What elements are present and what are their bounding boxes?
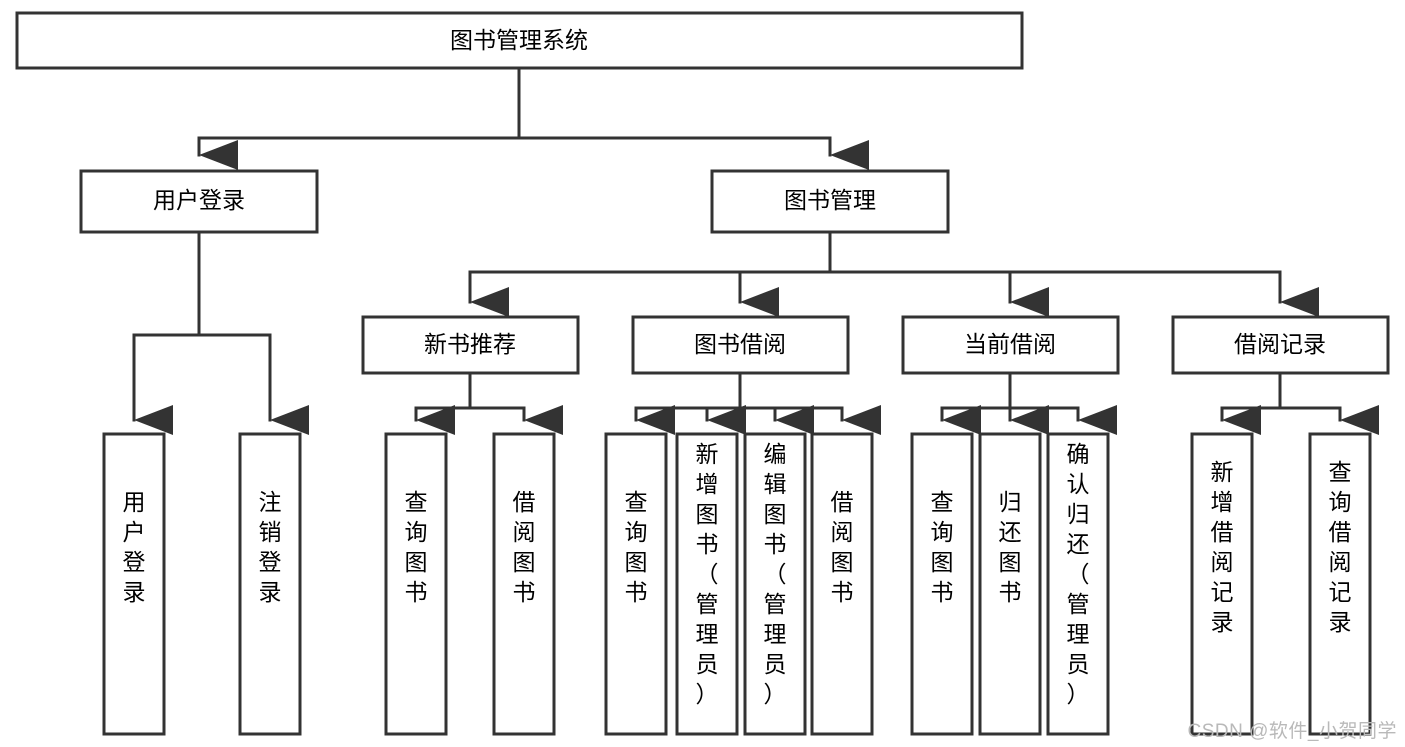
leaf-book-borrow-2-label: 编辑图书（管理员） bbox=[764, 441, 787, 707]
connector-newbook-to-leaves bbox=[414, 371, 563, 435]
node-borrow-record[interactable]: 借阅记录 bbox=[1171, 315, 1390, 375]
leaf-book-borrow-3[interactable]: 借阅图书 bbox=[810, 432, 874, 736]
connector-userlogin-to-leaves bbox=[132, 230, 309, 435]
node-book-management-label: 图书管理 bbox=[784, 187, 876, 213]
leaf-user-login-0[interactable]: 用户登录 bbox=[102, 432, 166, 736]
leaf-user-login-1[interactable]: 注销登录 bbox=[238, 432, 302, 736]
node-user-login[interactable]: 用户登录 bbox=[79, 169, 319, 234]
leaf-book-borrow-0-label: 查询图书 bbox=[625, 489, 648, 605]
leaf-book-borrow-1[interactable]: 新增图书（管理员） bbox=[675, 432, 739, 736]
leaf-current-borrow-2[interactable]: 确认归还（管理员） bbox=[1046, 432, 1110, 736]
node-root-label: 图书管理系统 bbox=[450, 27, 588, 53]
node-current-borrow-label: 当前借阅 bbox=[964, 331, 1056, 357]
node-root[interactable]: 图书管理系统 bbox=[15, 11, 1024, 70]
leaf-current-borrow-0-label: 查询图书 bbox=[931, 489, 954, 605]
connector-bookmgmt-to-level3 bbox=[468, 230, 1319, 317]
leaf-current-borrow-1-label: 归还图书 bbox=[999, 489, 1022, 605]
watermark: CSDN @软件_小贺同学 bbox=[1187, 721, 1397, 742]
leaf-current-borrow-0[interactable]: 查询图书 bbox=[910, 432, 974, 736]
leaf-new-book-1-label: 借阅图书 bbox=[513, 489, 536, 605]
leaf-book-borrow-0[interactable]: 查询图书 bbox=[604, 432, 668, 736]
leaf-user-login-0-label: 用户登录 bbox=[123, 489, 146, 605]
node-current-borrow[interactable]: 当前借阅 bbox=[901, 315, 1120, 375]
leaf-book-borrow-3-label: 借阅图书 bbox=[831, 489, 854, 605]
connector-current-to-leaves bbox=[940, 371, 1117, 435]
leaf-new-book-0-label: 查询图书 bbox=[405, 489, 428, 605]
node-user-login-label: 用户登录 bbox=[153, 187, 245, 213]
node-book-borrow-label: 图书借阅 bbox=[694, 331, 786, 357]
leaf-user-login-1-label: 注销登录 bbox=[259, 489, 282, 605]
node-book-management[interactable]: 图书管理 bbox=[710, 169, 950, 234]
connector-root-to-level2 bbox=[197, 66, 869, 170]
node-new-book-recommend[interactable]: 新书推荐 bbox=[361, 315, 580, 375]
connector-record-to-leaves bbox=[1220, 371, 1379, 435]
connector-borrow-to-leaves bbox=[634, 371, 881, 435]
leaf-current-borrow-2-label: 确认归还（管理员） bbox=[1067, 441, 1090, 707]
leaf-current-borrow-1[interactable]: 归还图书 bbox=[978, 432, 1042, 736]
node-borrow-record-label: 借阅记录 bbox=[1234, 331, 1326, 357]
leaf-book-borrow-1-label: 新增图书（管理员） bbox=[696, 441, 719, 707]
leaf-book-borrow-2[interactable]: 编辑图书（管理员） bbox=[743, 432, 807, 736]
leaf-borrow-record-0-label: 新增借阅记录 bbox=[1211, 459, 1234, 635]
leaf-borrow-record-1[interactable]: 查询借阅记录 bbox=[1308, 432, 1372, 736]
node-new-book-recommend-label: 新书推荐 bbox=[424, 331, 516, 357]
leaf-new-book-1[interactable]: 借阅图书 bbox=[492, 432, 556, 736]
leaf-borrow-record-1-label: 查询借阅记录 bbox=[1329, 459, 1352, 635]
leaf-borrow-record-0[interactable]: 新增借阅记录 bbox=[1190, 432, 1254, 736]
leaf-new-book-0[interactable]: 查询图书 bbox=[384, 432, 448, 736]
node-book-borrow[interactable]: 图书借阅 bbox=[631, 315, 850, 375]
